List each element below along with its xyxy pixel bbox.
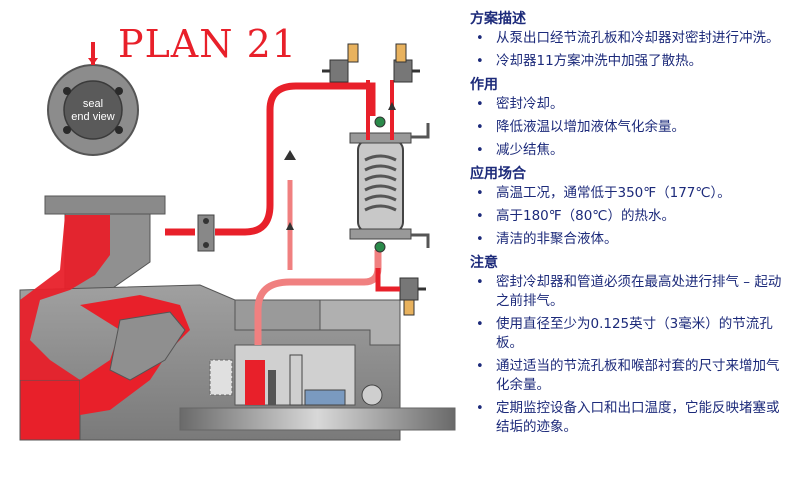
item-text: 密封冷却器和管道必须在最高处进行排气 – 起动之前排气。 <box>496 274 782 309</box>
list-item: •通过适当的节流孔板和喉部衬套的尺寸来增加气化余量。 <box>476 358 780 393</box>
item-text: 冷却器11方案冲洗中加强了散热。 <box>496 53 703 69</box>
vent-valves-top <box>322 43 420 83</box>
section-heading: 作用 <box>470 77 498 93</box>
list-item: •使用直径至少为0.125英寸（3毫米）的节流孔板。 <box>476 316 773 351</box>
item-text: 通过适当的节流孔板和喉部衬套的尺寸来增加气化余量。 <box>496 358 780 393</box>
section-heading: 应用场合 <box>470 166 526 182</box>
item-text: 从泵出口经节流孔板和冷却器对密封进行冲洗。 <box>496 30 780 46</box>
diagram-title: PLAN 21 <box>118 22 297 66</box>
list-item: •降低液温以增加液体气化余量。 <box>476 119 685 135</box>
list-item: •定期监控设备入口和出口温度，它能反映堵塞或结垢的迹象。 <box>476 400 780 435</box>
seal-cooler <box>349 80 430 253</box>
section-heading: 方案描述 <box>470 11 526 27</box>
item-text: 定期监控设备入口和出口温度，它能反映堵塞或结垢的迹象。 <box>496 400 780 435</box>
item-text: 高温工况，通常低于350℉（177℃）。 <box>496 185 731 201</box>
list-item: •高温工况，通常低于350℉（177℃）。 <box>476 185 731 201</box>
item-text: 清洁的非聚合液体。 <box>496 231 618 247</box>
list-item: •高于180℉（80℃）的热水。 <box>476 208 675 224</box>
plan21-diagram: seal end view <box>19 42 456 441</box>
list-item: •清洁的非聚合液体。 <box>476 231 618 247</box>
discharge-flush-line <box>165 82 376 252</box>
section-notes: 注意 •密封冷却器和管道必须在最高处进行排气 – 起动之前排气。 •使用直径至少… <box>470 253 792 437</box>
section-function: 作用 •密封冷却。 •降低液温以增加液体气化余量。 •减少结焦。 <box>470 75 792 160</box>
description-panel: 方案描述 •从泵出口经节流孔板和冷却器对密封进行冲洗。 •冷却器11方案冲洗中加… <box>470 8 792 441</box>
section-heading: 注意 <box>470 255 498 271</box>
list-item: •从泵出口经节流孔板和冷却器对密封进行冲洗。 <box>476 30 780 46</box>
item-text: 使用直径至少为0.125英寸（3毫米）的节流孔板。 <box>496 316 773 351</box>
pump-casing <box>19 195 456 441</box>
item-text: 高于180℉（80℃）的热水。 <box>496 208 675 224</box>
section-applications: 应用场合 •高温工况，通常低于350℉（177℃）。 •高于180℉（80℃）的… <box>470 164 792 249</box>
seal-end-view: seal end view <box>47 42 139 156</box>
item-text: 减少结焦。 <box>496 142 564 158</box>
list-item: •密封冷却。 <box>476 96 564 112</box>
seal-label-line1: seal <box>83 98 103 110</box>
orifice-flange <box>197 214 215 252</box>
list-item: •减少结焦。 <box>476 142 564 158</box>
section-description: 方案描述 •从泵出口经节流孔板和冷却器对密封进行冲洗。 •冷却器11方案冲洗中加… <box>470 9 792 71</box>
list-item: •冷却器11方案冲洗中加强了散热。 <box>476 53 703 69</box>
item-text: 密封冷却。 <box>496 96 564 112</box>
item-text: 降低液温以增加液体气化余量。 <box>496 119 685 135</box>
drain-valve-bottom <box>375 268 426 316</box>
list-item: •密封冷却器和管道必须在最高处进行排气 – 起动之前排气。 <box>476 274 782 309</box>
seal-label-line2: end view <box>71 111 114 123</box>
